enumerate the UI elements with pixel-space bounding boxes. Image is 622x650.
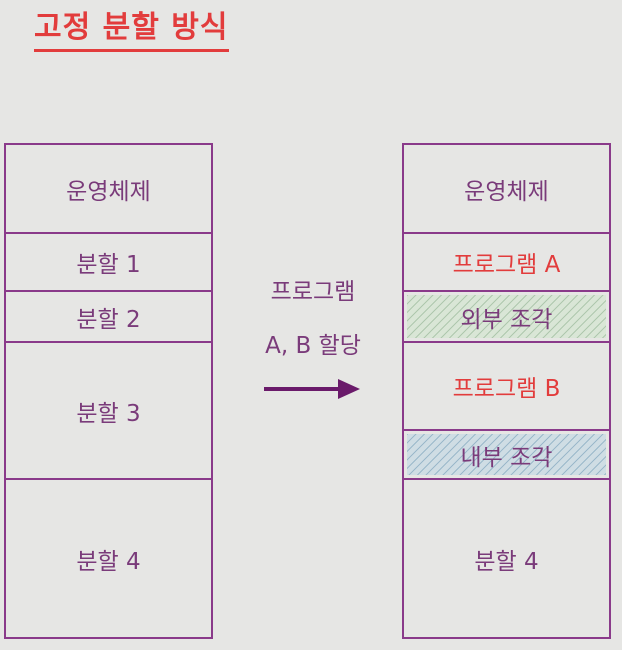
allocation-caption-line2: A, B 할당 [265, 333, 361, 359]
right-memory-diagram: 운영체제 프로그램 A 외부 조각 프로그램 B 내부 조각 분할 4 [402, 143, 611, 639]
partition-4-block: 분할 4 [404, 478, 609, 637]
internal-fragment-hatch [407, 434, 606, 475]
external-fragment-block: 외부 조각 [404, 290, 609, 341]
external-fragment-hatch [407, 295, 606, 338]
partition-1-label: 분할 1 [76, 252, 141, 278]
os-label: 운영체제 [464, 178, 549, 205]
program-b-label: 프로그램 B [452, 376, 561, 402]
internal-fragment-block: 내부 조각 [404, 429, 609, 478]
os-block: 운영체제 [6, 145, 211, 232]
partition-3-label: 분할 3 [76, 400, 141, 427]
partition-1-block: 분할 1 [6, 232, 211, 290]
partition-2-block: 분할 2 [6, 290, 211, 341]
partition-2-label: 분할 2 [76, 306, 141, 333]
program-a-block: 프로그램 A [404, 232, 609, 290]
os-block: 운영체제 [404, 145, 609, 232]
external-fragment-label: 외부 조각 [460, 306, 553, 333]
allocation-caption-line1: 프로그램 [270, 279, 356, 305]
partition-3-block: 분할 3 [6, 341, 211, 478]
page-title: 고정 분할 방식 [34, 8, 229, 52]
partition-4-label: 분할 4 [76, 548, 141, 575]
program-b-block: 프로그램 B [404, 341, 609, 429]
program-a-label: 프로그램 A [452, 252, 561, 278]
os-label: 운영체제 [66, 178, 151, 205]
right-arrow-icon [264, 379, 360, 399]
partition-4-block: 분할 4 [6, 478, 211, 637]
internal-fragment-label: 내부 조각 [460, 444, 553, 471]
partition-4-label: 분할 4 [474, 548, 539, 575]
left-memory-diagram: 운영체제 분할 1 분할 2 분할 3 분할 4 [4, 143, 213, 639]
